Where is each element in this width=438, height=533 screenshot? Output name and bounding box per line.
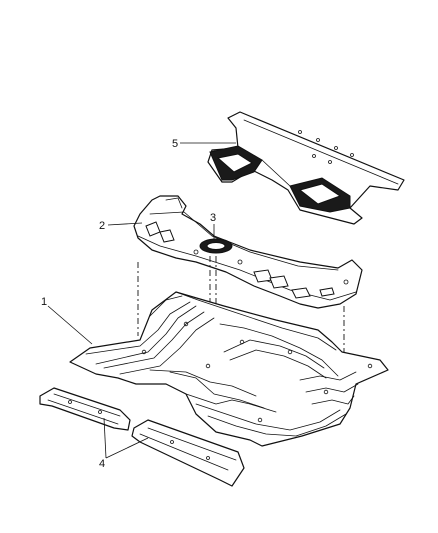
part-2-cross-member bbox=[133, 195, 363, 309]
callout-4: 4 bbox=[99, 458, 105, 470]
callout-2: 2 bbox=[99, 220, 105, 232]
part-1-floor-pan bbox=[69, 291, 389, 447]
callout-5: 5 bbox=[172, 138, 178, 150]
part-4-sill-upper bbox=[39, 387, 131, 431]
part-4-sill-lower bbox=[131, 419, 245, 487]
callout-1: 1 bbox=[41, 296, 47, 308]
callout-3: 3 bbox=[210, 212, 216, 224]
leader-lines bbox=[47, 142, 236, 459]
part-5-rear-pan bbox=[207, 111, 405, 225]
